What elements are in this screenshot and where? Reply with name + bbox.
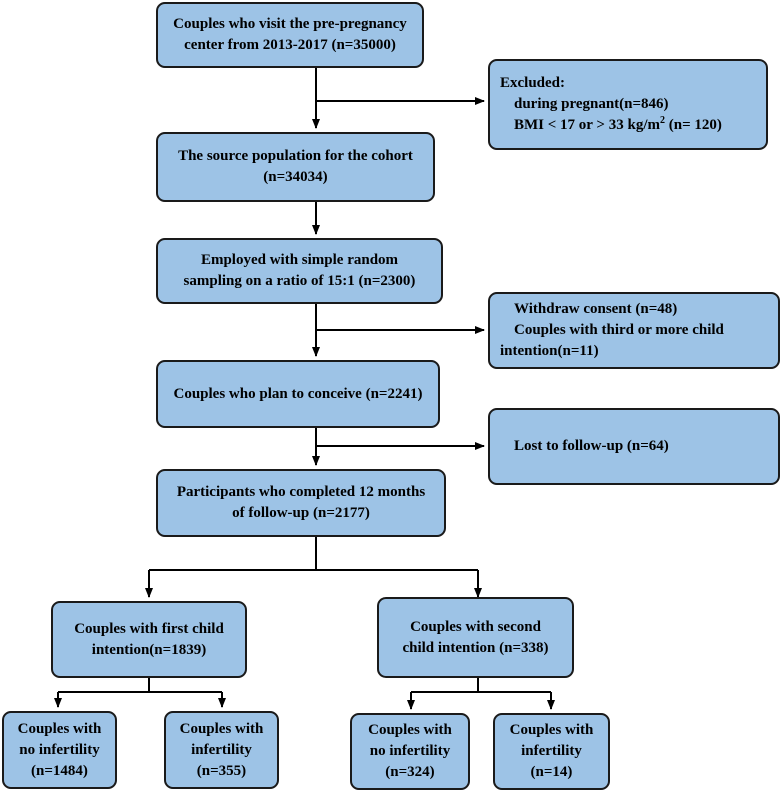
box-text: (n=34034) — [263, 169, 328, 185]
box-second-infertility: Couples with infertility (n=14) — [493, 713, 610, 790]
excluded-bmi: BMI < 17 or > 33 kg/m2 (n= 120) — [514, 115, 722, 134]
box-withdraw: Withdraw consent (n=48) Couples with thi… — [488, 292, 780, 369]
box-text: Couples with — [17, 720, 102, 737]
box-text: Couples with — [368, 722, 452, 738]
lost-text: Lost to follow-up (n=64) — [514, 438, 669, 454]
box-text: intention(n=1839) — [91, 641, 207, 658]
box-first-no-infertility: Couples with no infertility (n=1484) — [2, 711, 117, 789]
box-source-population: The source population for the cohort (n=… — [156, 132, 435, 202]
box-lost-to-follow-up: Lost to follow-up (n=64) — [488, 408, 780, 485]
box-text: infertility — [521, 743, 582, 759]
box-second-no-infertility: Couples with no infertility (n=324) — [350, 713, 470, 790]
box-text: Couples with — [509, 722, 594, 738]
box-text: of follow-up (n=2177) — [232, 505, 370, 521]
box-text: Couples with second — [410, 618, 541, 635]
box-text: no infertility — [369, 743, 451, 759]
withdraw-consent: Withdraw consent (n=48) — [514, 301, 678, 317]
box-text: sampling on a ratio of 15:1 (n=2300) — [183, 273, 416, 289]
box-text: The source population for the cohort — [178, 148, 413, 164]
box-text: (n=1484) — [31, 762, 88, 779]
box-text: Employed with simple random — [200, 252, 399, 268]
box-text: child intention (n=338) — [402, 639, 549, 656]
box-text: (n=324) — [385, 764, 435, 780]
box-excluded: Excluded: during pregnant(n=846) BMI < 1… — [488, 59, 768, 150]
box-plan-to-conceive: Couples who plan to conceive (n=2241) — [156, 360, 440, 428]
excluded-pregnant: during pregnant(n=846) — [514, 96, 669, 112]
box-text: center from 2013-2017 (n=35000) — [184, 37, 396, 53]
excluded-title: Excluded: — [500, 75, 566, 91]
withdraw-third-child-cont: intention(n=11) — [500, 343, 599, 359]
box-first-child-intention: Couples with first child intention(n=183… — [51, 601, 247, 678]
box-first-infertility: Couples with infertility (n=355) — [164, 711, 279, 789]
box-text: no infertility — [19, 741, 100, 758]
box-text: (n=14) — [530, 764, 573, 780]
box-visit-center: Couples who visit the pre-pregnancy cent… — [156, 2, 424, 68]
box-text: infertility — [191, 741, 252, 758]
box-text: Couples who visit the pre-pregnancy — [173, 16, 407, 32]
withdraw-third-child: Couples with third or more child — [514, 322, 724, 338]
box-second-child-intention: Couples with second child intention (n=3… — [377, 597, 574, 678]
box-completed-follow-up: Participants who completed 12 months of … — [156, 469, 446, 537]
box-employed-sampling: Employed with simple random sampling on … — [156, 238, 443, 304]
box-text: Couples who plan to conceive (n=2241) — [173, 385, 423, 402]
box-text: Participants who completed 12 months — [176, 484, 426, 500]
box-text: Couples with first child — [74, 620, 224, 637]
box-text: Couples with — [179, 720, 264, 737]
box-text: (n=355) — [196, 762, 247, 779]
